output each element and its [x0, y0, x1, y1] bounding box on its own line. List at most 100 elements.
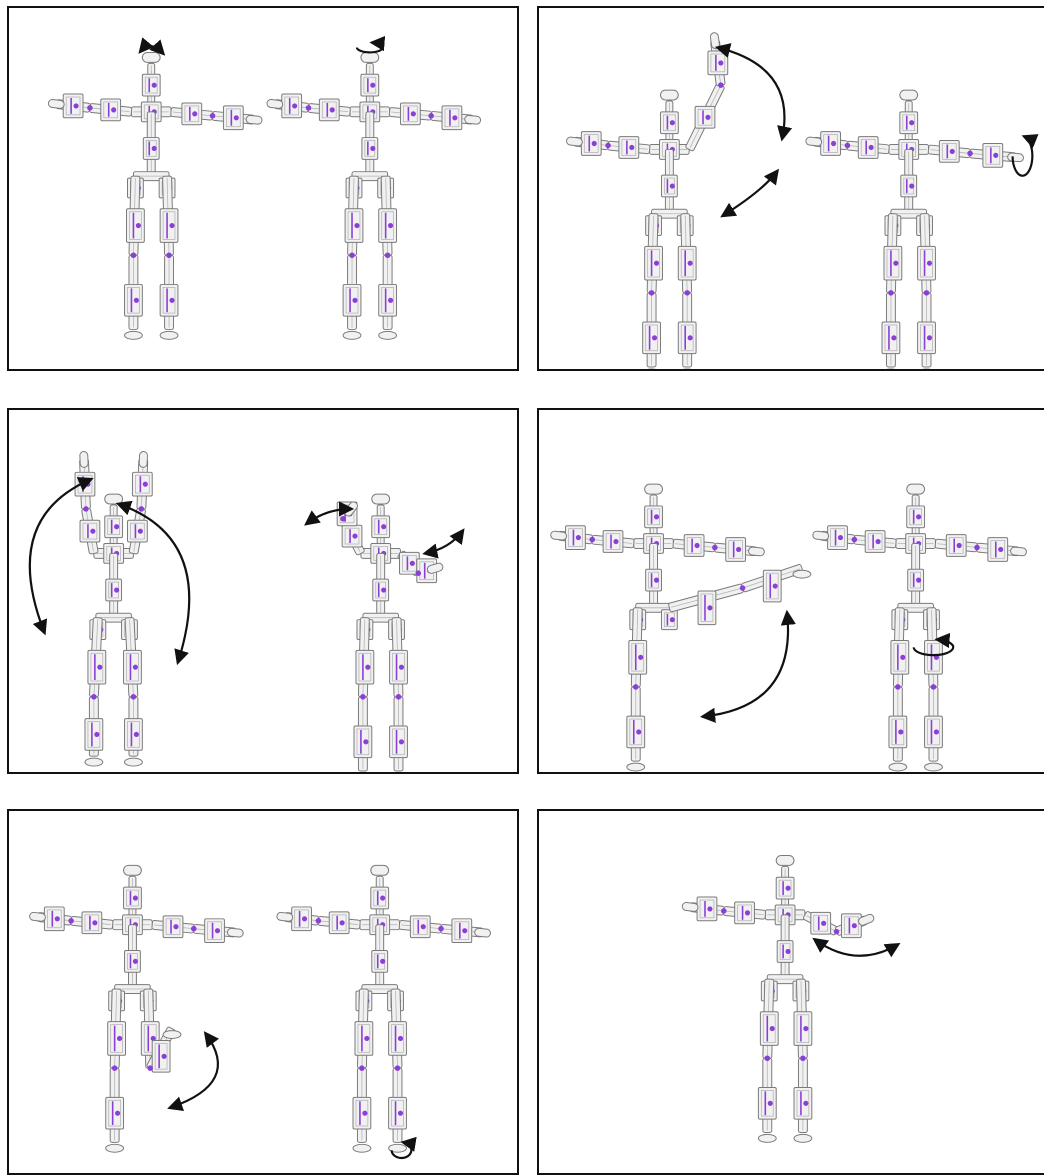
joint-pin — [349, 252, 355, 259]
right-shin-block — [388, 1096, 407, 1130]
neck-block — [141, 73, 161, 97]
right-forearm-block — [204, 918, 225, 944]
joint-pin — [190, 925, 197, 932]
right-hip-block — [660, 609, 678, 631]
hand — [29, 911, 46, 922]
joint-pin — [833, 928, 840, 935]
panel-illustration — [29, 864, 491, 1160]
right-forearm-block — [982, 143, 1004, 168]
left-arm-overhead-arrow — [28, 477, 94, 636]
right-upper-arm-block — [938, 140, 960, 163]
left-shin-block — [757, 1086, 777, 1120]
right-forearm-block — [707, 50, 729, 76]
armature-figure — [550, 483, 812, 772]
hand — [550, 530, 567, 541]
right-forearm-block — [222, 105, 244, 131]
head-twist-arrow — [355, 35, 386, 54]
panel-shoulder-forward — [537, 809, 1044, 1175]
armature-figure — [681, 855, 875, 1143]
head — [906, 483, 926, 495]
joint-pin — [130, 252, 137, 259]
waist-block — [645, 568, 662, 592]
left-upper-arm-block — [318, 98, 340, 122]
right-shin-block — [159, 283, 179, 317]
foot — [352, 1143, 372, 1153]
right-forearm-block — [987, 537, 1009, 562]
right-upper-arm-block — [399, 102, 421, 126]
left-upper-arm-block — [857, 136, 879, 159]
joint-pin — [138, 506, 145, 512]
left-thigh-block — [107, 1021, 127, 1056]
foot — [793, 1133, 813, 1143]
hand — [812, 530, 830, 541]
neck-block — [104, 515, 124, 539]
joint-pin — [428, 113, 434, 119]
right-shin-block — [677, 321, 697, 355]
waist-block — [124, 949, 141, 973]
hand — [1007, 152, 1024, 163]
armature-figure — [266, 52, 482, 340]
waist-block — [907, 568, 925, 592]
joint-pin — [147, 1065, 154, 1071]
left-shin-block — [124, 283, 143, 317]
left-thigh-block — [628, 639, 648, 675]
panel-illustration — [47, 35, 482, 340]
joint-pin — [166, 252, 172, 259]
foot — [626, 762, 646, 772]
arm-swing-up-arrow — [714, 43, 793, 142]
joint-pin — [589, 536, 595, 543]
head — [370, 864, 390, 876]
thigh-twist-arrow — [912, 632, 955, 657]
left-forearm-block — [565, 525, 586, 550]
right-shin-block — [151, 1039, 171, 1073]
left-thigh-block — [644, 245, 663, 281]
left-thigh-block — [759, 1011, 779, 1046]
right-upper-arm-block — [694, 105, 716, 129]
foot — [84, 757, 104, 767]
right-forearm-block — [441, 105, 463, 131]
panel-knee-bend-and-ankle — [7, 809, 519, 1175]
hand — [276, 911, 294, 922]
right-thigh-block — [793, 1011, 813, 1046]
joint-pin — [718, 82, 724, 88]
head — [360, 52, 380, 63]
joint-pin — [340, 516, 346, 522]
joint-pin — [395, 694, 402, 700]
joint-pin — [384, 252, 391, 259]
leg-raise-arrow — [699, 609, 796, 723]
joint-pin — [130, 694, 137, 700]
right-shoulder-fold-arrow — [422, 528, 465, 559]
joint-pin — [438, 925, 444, 932]
joint-pin — [87, 105, 93, 111]
waist-block — [142, 137, 160, 160]
neck-block — [371, 515, 391, 539]
left-shin-block — [352, 1096, 372, 1130]
panel-hip-swing-and-thigh-twist — [537, 408, 1044, 774]
panel-illustration — [28, 451, 465, 772]
right-upper-arm-block — [162, 915, 184, 939]
panel-illustration — [681, 855, 901, 1143]
armature-figure — [74, 451, 153, 767]
left-forearm-block — [291, 906, 312, 932]
joint-pin — [895, 684, 901, 690]
joint-pin — [632, 684, 639, 690]
waist-block — [776, 940, 794, 963]
head — [104, 493, 124, 505]
hand — [805, 136, 823, 147]
right-thigh-block — [389, 649, 408, 685]
left-upper-arm-block — [100, 98, 122, 122]
foot — [124, 330, 143, 340]
right-upper-arm-block — [683, 534, 705, 557]
armature-figure — [566, 32, 729, 369]
head — [775, 855, 795, 866]
left-shin-block — [642, 321, 661, 355]
right-shin-block — [124, 718, 143, 751]
left-forearm-block — [827, 525, 848, 550]
left-shin-block — [105, 1096, 125, 1130]
neck-block — [775, 876, 795, 900]
joint-pin — [851, 536, 858, 543]
right-shin-block — [378, 283, 398, 317]
neck-block — [906, 505, 926, 529]
hand — [47, 99, 65, 109]
waist-block — [372, 578, 390, 602]
